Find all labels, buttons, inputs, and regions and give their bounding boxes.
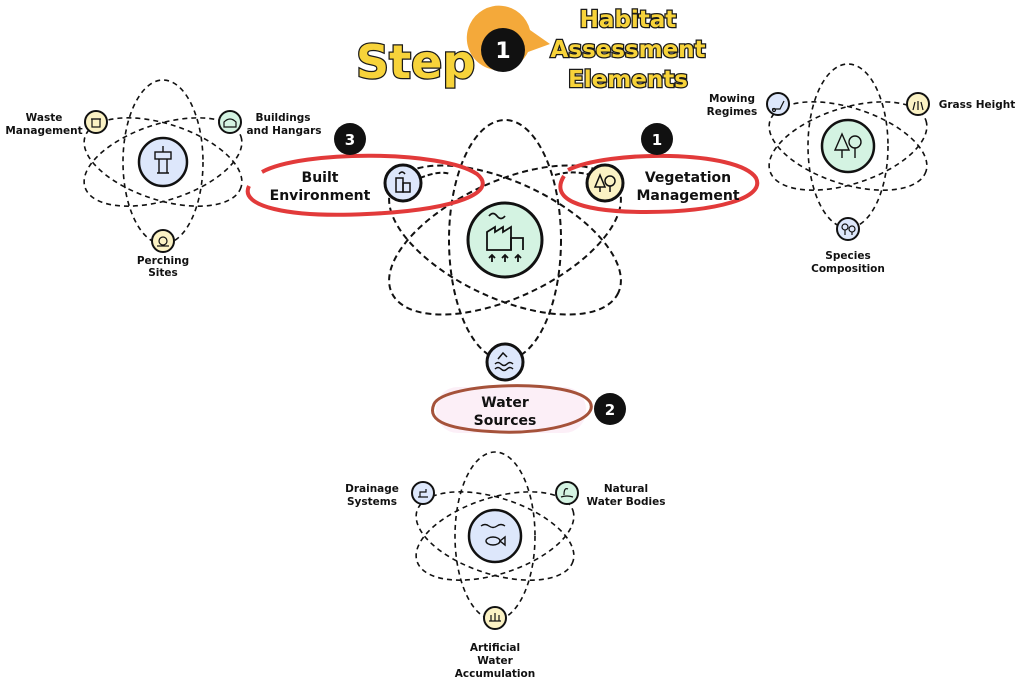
title-line-1: Habitat [580, 7, 677, 33]
label-drainage-line2: Systems [347, 496, 397, 508]
label-perching-line2: Sites [148, 267, 178, 279]
title-step-number: 1 [495, 39, 510, 64]
label-built-environment-line2: Environment [270, 188, 371, 204]
cluster-built: Waste Management Buildings and Hangars P… [5, 79, 322, 279]
title-step-word: Step [356, 35, 475, 89]
label-mowing-line1: Mowing [709, 93, 755, 105]
badge-built-environment: 3 [345, 131, 355, 149]
trees-icon [593, 173, 616, 192]
label-waste-management-line1: Waste [26, 112, 63, 124]
label-water-sources-line1: Water [481, 395, 529, 411]
label-species-line2: Composition [811, 263, 885, 275]
label-built-environment-line1: Built [302, 170, 339, 186]
label-mowing-line2: Regimes [707, 106, 758, 118]
central-node-water-sources: Water Sources 2 [431, 342, 626, 434]
label-artificial-line3: Accumulation [455, 668, 535, 680]
grass-icon [912, 101, 924, 111]
label-buildings-line1: Buildings [255, 112, 310, 124]
label-grass-height: Grass Height [939, 99, 1016, 111]
label-drainage-line1: Drainage [345, 483, 399, 495]
puddle-icon [489, 613, 501, 622]
step-badge: 1 [466, 5, 550, 72]
label-vegetation-management-line2: Management [636, 188, 739, 204]
orbit-central-left [388, 164, 622, 316]
label-natural-water-line1: Natural [604, 483, 648, 495]
label-perching-line1: Perching [137, 255, 189, 267]
building-icon [395, 171, 411, 193]
label-natural-water-line2: Water Bodies [587, 496, 666, 508]
title-line-2: Assessment [550, 37, 705, 63]
perch-icon [157, 236, 169, 247]
label-waste-management-line2: Management [5, 125, 82, 137]
title-line-3: Elements [568, 67, 688, 93]
mower-icon [771, 100, 785, 113]
label-water-sources-line2: Sources [474, 413, 537, 429]
factory-icon [486, 212, 524, 262]
label-artificial-line2: Water [477, 655, 513, 667]
control-tower-icon [154, 146, 172, 174]
central-node [466, 201, 544, 279]
label-species-line1: Species [825, 250, 870, 262]
waves-icon [494, 351, 514, 372]
tree-icon [833, 132, 862, 158]
cluster-vegetation: Mowing Regimes Grass Height Species Comp… [707, 63, 1016, 275]
fish-icon [480, 523, 506, 547]
label-artificial-line1: Artificial [470, 642, 520, 654]
bin-icon [91, 118, 101, 128]
label-buildings-line2: and Hangars [246, 125, 321, 137]
drain-icon [418, 489, 428, 498]
badge-water-sources: 2 [605, 401, 615, 419]
title-group: Step 1 Habitat Assessment Elements [355, 5, 707, 94]
cluster-water: Drainage Systems Natural Water Bodies Ar… [345, 451, 666, 680]
hangar-icon [223, 118, 237, 128]
label-vegetation-management-line1: Vegetation [645, 170, 731, 186]
central-node-built-environment: Built Environment 3 [245, 123, 485, 217]
central-node-vegetation-management: Vegetation Management 1 [558, 123, 760, 215]
badge-vegetation-management: 1 [652, 131, 662, 149]
flower-icon [841, 223, 856, 235]
swan-icon [560, 488, 574, 498]
